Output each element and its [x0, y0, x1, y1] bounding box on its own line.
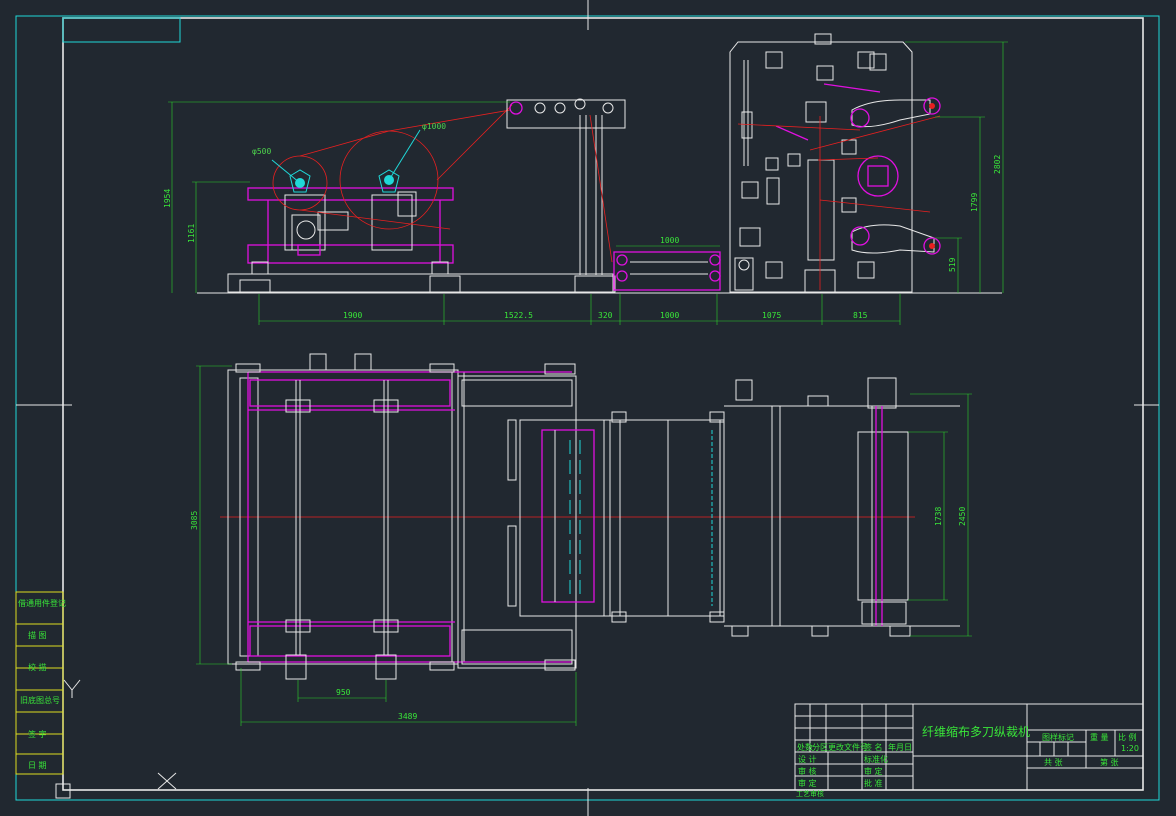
dim-d500: φ500: [252, 147, 271, 156]
dim-519: 519: [948, 257, 957, 272]
dim-1075: 1075: [762, 311, 781, 320]
tb-row-1: 设 计: [798, 754, 817, 764]
tb-row-3: 审 定: [798, 778, 817, 788]
dim-1161: 1161: [187, 224, 196, 243]
tb-header-1: 重 量: [1090, 732, 1109, 742]
tb-row2-3: 签 名: [864, 742, 883, 752]
tb-row-4: 工艺审核: [796, 789, 824, 798]
dim-1799: 1799: [970, 193, 979, 212]
dim-top-1000: 1000: [660, 236, 679, 245]
tb-mid-1: 审 定: [864, 766, 883, 776]
dim-2450: 2450: [958, 507, 967, 526]
tb-row-2: 审 核: [798, 766, 817, 776]
tb-sheet-number: 第 张: [1100, 757, 1119, 767]
tb-header-0: 图样标记: [1042, 732, 1074, 742]
tb-row2-4: 年月日: [888, 742, 912, 752]
dim-1000: 1000: [660, 311, 679, 320]
tb-header-2: 比 例: [1118, 732, 1137, 742]
dim-2802: 2802: [993, 155, 1002, 174]
left-strip-table: 借通用件登记 描 图 校 描 旧底图总号 签 字 日 期: [15, 591, 66, 775]
tb-row2-2: 更改文件号: [828, 742, 868, 752]
strip-item-0: 借通用件登记: [18, 598, 66, 608]
sheet-frame: [15, 0, 1160, 816]
strip-item-2: 校 描: [28, 662, 47, 672]
scale-value: 1:20: [1121, 744, 1139, 753]
tb-mid-0: 标准化: [864, 754, 888, 764]
dim-1954: 1954: [163, 189, 172, 208]
plan-view: 3085 1738 2450 950 3489: [190, 353, 972, 726]
tb-row2-1: 分区: [812, 743, 828, 752]
strip-item-1: 描 图: [28, 630, 47, 640]
dim-d1000: φ1000: [422, 122, 446, 131]
dim-320: 320: [598, 311, 613, 320]
dim-1900: 1900: [343, 311, 362, 320]
tb-mid-2: 批 准: [864, 778, 883, 788]
dim-1738: 1738: [934, 507, 943, 526]
drawing-title: 纤维缩布多刀纵裁机: [922, 724, 1030, 739]
dim-1522: 1522.5: [504, 311, 533, 320]
dim-950: 950: [336, 688, 351, 697]
strip-item-4: 签 字: [28, 729, 47, 739]
dim-3085: 3085: [190, 511, 199, 530]
title-block: 纤维缩布多刀纵裁机 1:20 图样标记 重 量 比 例 共 张 第 张 处数 分…: [794, 703, 1144, 798]
tb-sheet-total: 共 张: [1044, 758, 1063, 767]
tb-row2-0: 处数: [797, 742, 813, 752]
dim-3489: 3489: [398, 712, 417, 721]
strip-item-3: 旧底图总号: [20, 695, 60, 705]
elevation-view: φ500 φ1000: [163, 33, 1008, 325]
dim-815: 815: [853, 311, 868, 320]
strip-item-5: 日 期: [28, 761, 47, 770]
